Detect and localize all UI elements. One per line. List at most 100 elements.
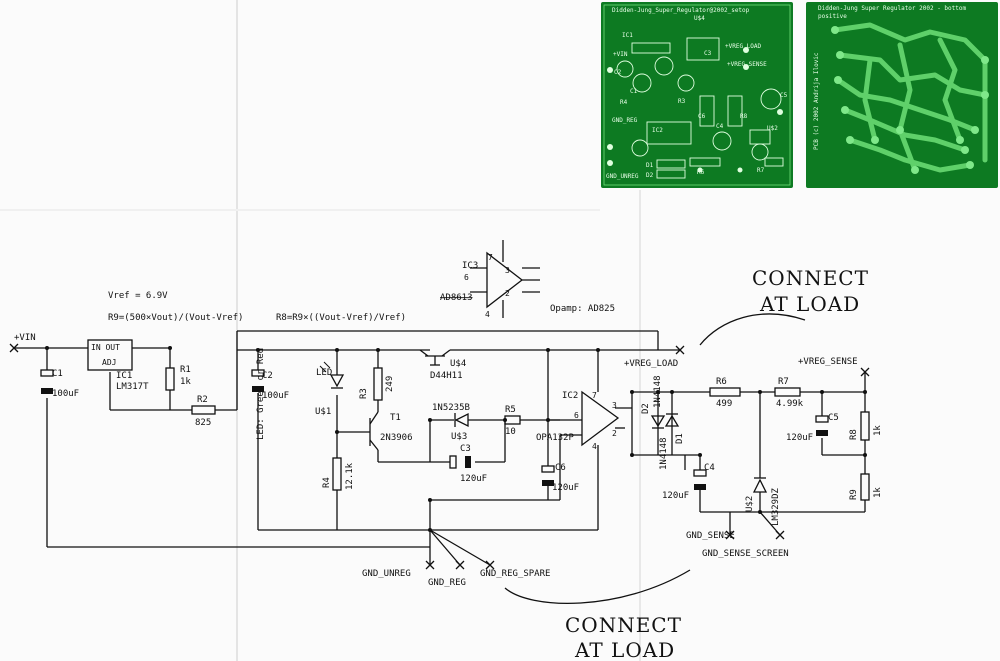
svg-text:R5: R5 [505,405,516,415]
svg-text:IC2: IC2 [562,391,578,401]
c6-capacitor: C6 120uF [541,463,579,493]
svg-text:C5: C5 [780,92,788,99]
svg-text:100uF: 100uF [262,391,289,401]
note-r9-formula: R9=(500×Vout)/(Vout-Vref) [108,313,243,323]
u2-reference-diode: U$2 LM329DZ [745,477,781,526]
r5-resistor: R5 10 [504,405,521,437]
svg-text:499: 499 [716,399,732,409]
handwritten-curve-bottom [504,569,691,604]
handwritten-at-load-bottom: AT LOAD [574,638,675,661]
svg-text:C4: C4 [704,463,715,473]
svg-text:R8: R8 [849,429,859,440]
svg-text:4: 4 [592,442,597,451]
svg-text:R6: R6 [716,377,727,387]
net-gnd-reg: GND_REG [428,578,466,588]
svg-text:7: 7 [592,391,597,400]
svg-text:4.99k: 4.99k [776,399,804,409]
svg-text:C2: C2 [262,371,273,381]
svg-text:825: 825 [195,418,211,428]
svg-text:120uF: 120uF [552,483,579,493]
r4-resistor: R4 12.1k [322,457,355,491]
svg-text:C2: C2 [614,69,622,76]
net-vreg-sense: +VREG_SENSE [798,357,858,367]
svg-text:1N4148: 1N4148 [659,437,669,470]
pcb-top-view: Didden-Jung_Super_Regulator@2002_setop I… [601,2,793,188]
led-u1: LED U$1 [315,361,345,417]
svg-text:120uF: 120uF [460,474,487,484]
note-r8-formula: R8=R9×((Vout-Vref)/Vref) [276,313,406,323]
svg-text:U$4: U$4 [450,359,466,369]
terminal-markers [9,343,870,570]
net-gnd-sense: GND_SENSE [686,531,735,541]
svg-text:1k: 1k [873,487,883,498]
svg-text:+VREG_SENSE: +VREG_SENSE [727,61,767,68]
svg-text:1N4148: 1N4148 [653,375,663,408]
svg-text:C5: C5 [828,413,839,423]
svg-text:D44H11: D44H11 [430,371,463,381]
svg-text:R3: R3 [359,388,369,399]
svg-text:U$1: U$1 [315,407,331,417]
ic1-lm317: IN OUT ADJ IC1 LM317T [87,339,149,392]
svg-text:U$2: U$2 [767,125,778,132]
svg-text:6: 6 [574,411,579,420]
net-gnd-unreg: GND_UNREG [362,569,411,579]
r6-resistor: R6 499 [709,377,741,409]
svg-text:3: 3 [612,401,617,410]
net-gnd-sense-screen: GND_SENSE_SCREEN [702,549,789,559]
ic3-opamp-symbol: 3 2 6 7 4 IC3 AD8613 [440,240,540,319]
svg-text:U$2: U$2 [745,496,755,512]
svg-text:U$3: U$3 [451,432,467,442]
svg-text:12.1k: 12.1k [345,462,355,490]
u4-transistor: U$4 D44H11 [425,355,466,381]
c2-capacitor: C2 100uF [251,369,289,401]
svg-text:C4: C4 [716,123,724,130]
r3-resistor: R3 249 [359,367,395,401]
handwritten-curve-top [699,313,806,346]
svg-text:7: 7 [488,253,493,262]
svg-text:6: 6 [464,273,469,282]
svg-text:1k: 1k [180,377,191,387]
handwritten-at-load-top: AT LOAD [759,292,860,316]
pcb-bottom-pads [831,26,989,174]
svg-text:C6: C6 [698,113,706,120]
svg-text:4: 4 [485,310,490,319]
svg-text:C6: C6 [555,463,566,473]
net-gnd-reg-spare: GND_REG_SPARE [480,569,550,579]
svg-text:2N3906: 2N3906 [380,433,413,443]
svg-text:R2: R2 [197,395,208,405]
svg-text:2: 2 [612,429,617,438]
svg-text:C1: C1 [630,88,638,95]
svg-text:R4: R4 [322,477,332,488]
c3-capacitor: C3 120uF [449,444,487,484]
svg-text:U$4: U$4 [694,15,705,22]
svg-text:R3: R3 [678,98,686,105]
svg-text:R1: R1 [180,365,191,375]
svg-text:100uF: 100uF [52,389,79,399]
svg-text:C3: C3 [460,444,471,454]
svg-text:249: 249 [385,376,395,392]
svg-text:D1: D1 [675,433,685,444]
pcb-bottom-subtitle: positive [818,13,847,20]
svg-text:+VIN: +VIN [613,51,628,58]
svg-text:ADJ: ADJ [102,358,116,367]
r2-resistor: R2 825 [191,395,216,428]
svg-text:1N5235B: 1N5235B [432,403,470,413]
d1-diode: D1 1N4148 [659,413,685,470]
svg-text:GND_UNREG: GND_UNREG [606,173,639,180]
svg-text:C3: C3 [704,50,712,57]
pcb-bottom-title: Didden-Jung Super Regulator 2002 - botto… [818,5,966,12]
r8-resistor: R8 1k [849,411,883,441]
net-vreg-load: +VREG_LOAD [624,359,678,369]
svg-text:R6: R6 [697,169,705,176]
svg-text:IC1: IC1 [116,371,132,381]
pcb-bottom-traces [832,22,988,173]
svg-text:D2: D2 [641,403,651,414]
svg-text:R7: R7 [757,167,765,174]
svg-text:C1: C1 [52,369,63,379]
d2-diode: D2 1N4148 [641,375,666,429]
r9-resistor: R9 1k [849,473,883,501]
ic3-label: IC3 [462,261,478,271]
junction-dots [45,346,867,532]
svg-text:LM329DZ: LM329DZ [771,487,781,526]
